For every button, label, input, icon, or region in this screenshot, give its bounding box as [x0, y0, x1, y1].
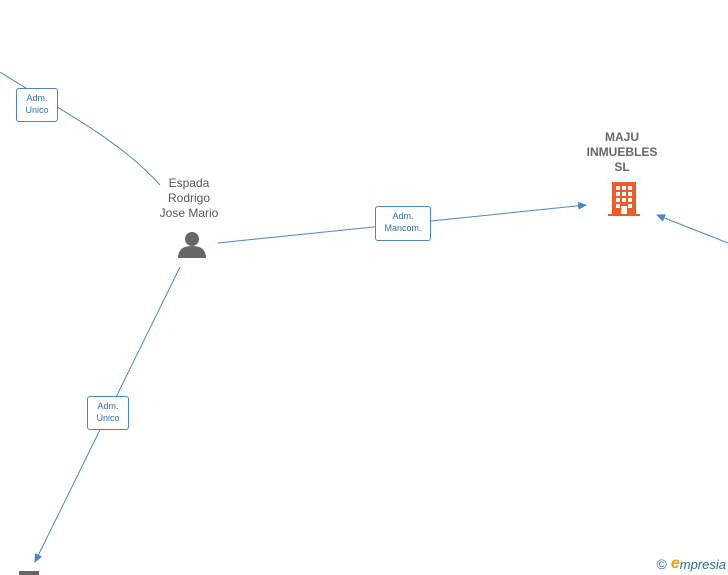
brand-logo-initial: e	[670, 555, 680, 572]
edge-label-to-company: Adm. Mancom.	[375, 206, 431, 241]
company-name-line: INMUEBLES	[586, 145, 658, 159]
person-name-line: Espada	[168, 176, 210, 190]
partial-node-icon	[19, 571, 39, 575]
person-name-line: Jose Mario	[159, 206, 219, 220]
building-icon[interactable]	[608, 180, 640, 216]
brand-name: mpresia	[679, 556, 726, 572]
edge-label-line: Mancom.	[384, 223, 422, 233]
edge-right-line	[656, 214, 728, 244]
company-name-line: MAJU	[604, 130, 639, 144]
edge-label-line: Adm.	[26, 93, 48, 103]
edge-top-left-line	[0, 71, 161, 186]
person-name-line: Rodrigo	[167, 191, 211, 205]
edge-label-line: Adm.	[97, 401, 119, 411]
edge-label-line: Unico	[25, 105, 49, 115]
person-icon[interactable]	[177, 230, 207, 260]
edge-label-bottom-left: Adm. Unico	[87, 396, 129, 430]
edge-label-line: Adm.	[392, 211, 414, 221]
copyright-icon: ©	[656, 556, 667, 572]
company-node-name[interactable]: MAJU INMUEBLES SL	[572, 130, 672, 175]
person-node-name[interactable]: Espada Rodrigo Jose Mario	[139, 176, 239, 221]
edge-label-top-left: Adm. Unico	[16, 88, 58, 122]
company-name-line: SL	[614, 160, 630, 174]
edge-label-line: Unico	[96, 413, 120, 423]
brand-watermark: © e mpresia	[657, 555, 726, 573]
